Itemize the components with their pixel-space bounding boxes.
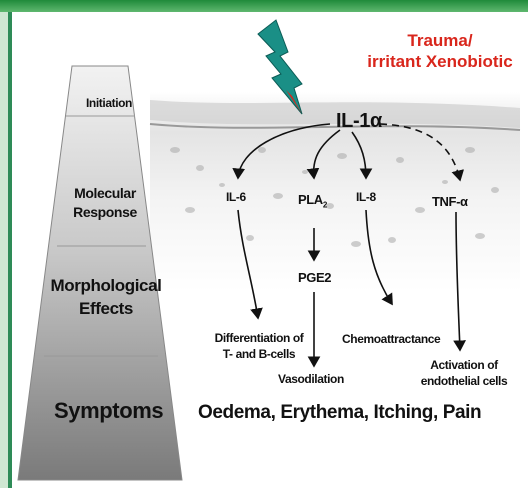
stage-molecular-response: Molecular Response bbox=[60, 184, 150, 222]
effect-diff-line-2: T- and B-cells bbox=[204, 346, 314, 362]
symptoms-text: Oedema, Erythema, Itching, Pain bbox=[198, 402, 481, 424]
stage-molecular-line-2: Response bbox=[60, 203, 150, 222]
mediator-pla2-sub: 2 bbox=[323, 201, 327, 210]
effect-activation: Activation of endothelial cells bbox=[412, 357, 516, 389]
mediator-il1a: IL-1α bbox=[336, 110, 382, 133]
stage-initiation: Initiation bbox=[86, 96, 132, 110]
mediator-il6: IL-6 bbox=[226, 190, 246, 204]
stage-morphological-effects: Morphological Effects bbox=[46, 274, 166, 320]
effect-activ-line-2: endothelial cells bbox=[412, 373, 516, 389]
trauma-line-1: Trauma/ bbox=[360, 30, 520, 51]
effect-diff-line-1: Differentiation of bbox=[204, 330, 314, 346]
trauma-line-2: irritant Xenobiotic bbox=[360, 51, 520, 72]
effect-activ-line-1: Activation of bbox=[412, 357, 516, 373]
mediator-pla2: PLA2 bbox=[298, 192, 327, 210]
stage-morph-line-2: Effects bbox=[46, 297, 166, 320]
effect-chemoattractance: Chemoattractance bbox=[342, 332, 440, 346]
mediator-pla2-text: PLA bbox=[298, 192, 323, 207]
effect-vasodilation: Vasodilation bbox=[278, 372, 344, 386]
stage-molecular-line-1: Molecular bbox=[60, 184, 150, 203]
mediator-tnfa: TNF-α bbox=[432, 194, 468, 209]
effect-differentiation: Differentiation of T- and B-cells bbox=[204, 330, 314, 362]
stage-morph-line-1: Morphological bbox=[46, 274, 166, 297]
stage-symptoms: Symptoms bbox=[54, 398, 163, 424]
mediator-pge2: PGE2 bbox=[298, 270, 331, 285]
mediator-il8: IL-8 bbox=[356, 190, 376, 204]
trauma-label: Trauma/ irritant Xenobiotic bbox=[360, 30, 520, 72]
